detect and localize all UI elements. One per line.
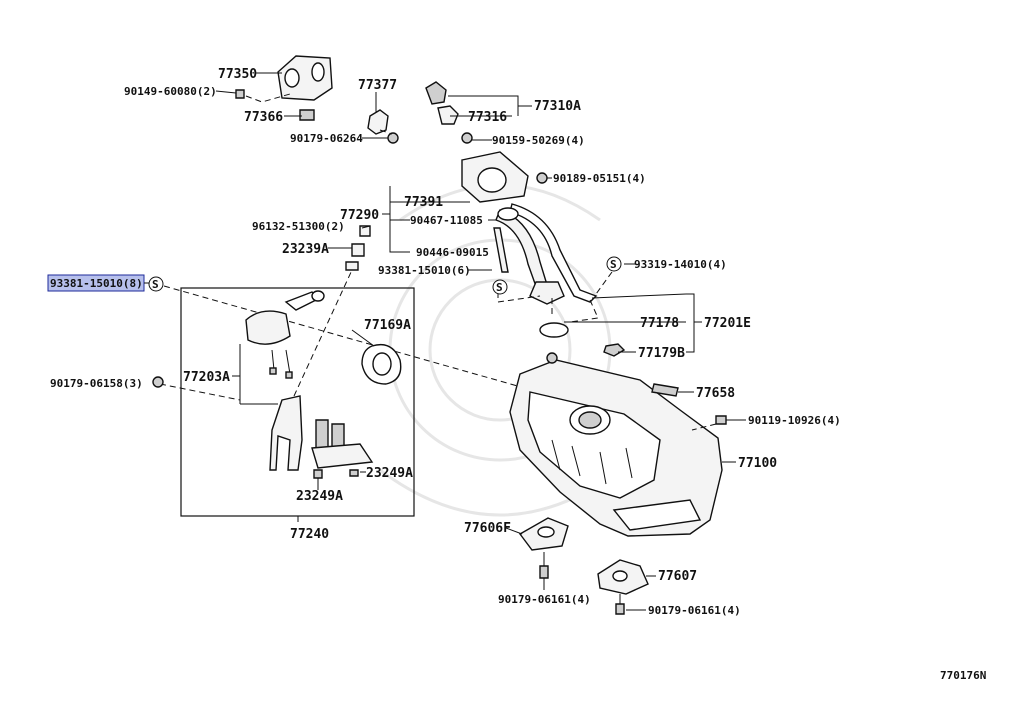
label-96132-51300: 96132-51300(2) [252,220,345,233]
label-77178: 77178 [640,316,679,331]
label-90159-50269: 90159-50269(4) [492,134,585,147]
svg-text:S: S [152,278,159,291]
filler-lid-group [235,55,399,144]
sender-gauge-77203A[interactable] [245,310,291,345]
label-23239A: 23239A [282,242,329,257]
nut-90179-06158[interactable] [152,376,164,388]
tank-support-group [518,517,649,615]
hose-23239A[interactable] [351,243,365,257]
pump-bracket [269,395,303,471]
label-90119-10926: 90119-10926(4) [748,414,841,427]
clip-77366[interactable] [299,109,315,121]
cushion-77658[interactable] [651,383,679,397]
filler-neck-group [345,81,626,357]
label-77169A: 77169A [364,318,411,333]
label-93381-15010-8[interactable]: 93381-15010(8) [50,277,143,290]
bolt-90159[interactable] [461,132,473,144]
hose-90446[interactable] [493,227,509,273]
label-90467-11085: 90467-11085 [410,214,483,227]
label-77377: 77377 [358,78,397,93]
opener-77377[interactable] [367,109,389,135]
label-90179-06158: 90179-06158(3) [50,377,143,390]
label-77316: 77316 [468,110,507,125]
s-symbol-2: S [606,256,622,272]
bolt-90179-06161-a[interactable] [539,565,549,579]
filler-pipe-flange [529,281,565,305]
svg-text:S: S [610,258,617,271]
label-77391: 77391 [404,195,443,210]
bolt-90179-06264[interactable] [387,132,399,144]
clamp-77179B[interactable] [603,343,626,357]
label-77100: 77100 [738,456,777,471]
s-symbol-3: S [148,276,164,292]
label-90189-05151: 90189-05151(4) [553,172,646,185]
label-90179-06161-b: 90179-06161(4) [648,604,741,617]
label-77179B: 77179B [638,346,685,361]
grommet-23239A [345,261,359,271]
label-77658: 77658 [696,386,735,401]
screw-90149[interactable] [235,89,245,99]
label-93319-14010: 93319-14010(4) [634,258,727,271]
gasket-77316[interactable] [437,105,459,125]
breather-pipe [509,203,598,303]
label-90149-60080: 90149-60080(2) [124,85,217,98]
label-77350: 77350 [218,67,257,82]
nut-90189[interactable] [536,172,548,184]
label-90446-09015: 90446-09015 [416,246,489,259]
highlighted-part-callout[interactable]: 93381-15010(8) [47,274,145,292]
diagram-id: 770176N [940,669,986,682]
s-symbol-1: S [492,279,508,295]
bolt-90179-06161-b[interactable] [615,603,625,615]
label-23249A-bottom: 23249A [296,489,343,504]
label-23249A-right: 23249A [366,466,413,481]
label-93381-15010-6: 93381-15010(6) [378,264,471,277]
clip-96132[interactable] [359,225,371,237]
label-77607: 77607 [658,569,697,584]
label-77310A: 77310A [534,99,581,114]
label-77366: 77366 [244,110,283,125]
filter-23249A[interactable] [349,469,359,477]
label-77203A: 77203A [183,370,230,385]
label-77240: 77240 [290,527,329,542]
gasket-77178[interactable] [539,322,569,338]
label-77606F: 77606F [464,521,511,536]
label-77201E: 77201E [704,316,751,331]
svg-text:S: S [496,281,503,294]
bolt-90119[interactable] [715,415,727,425]
label-77290: 77290 [340,208,379,223]
fuel-tank-77100[interactable] [509,352,723,537]
fuel-pump-group [245,290,402,479]
label-90179-06161-a: 90179-06161(4) [498,593,591,606]
fuel-cap-77310A[interactable] [425,81,447,105]
cushion-23249A[interactable] [313,469,323,479]
label-90179-06264: 90179-06264 [290,132,363,145]
